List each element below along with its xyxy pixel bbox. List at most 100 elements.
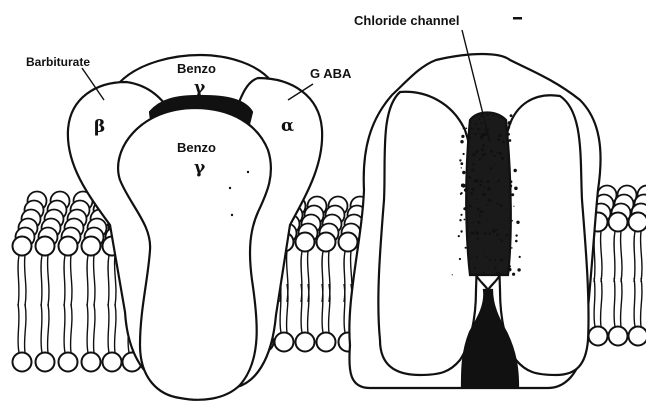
- label-benzo-front: Benzo: [177, 140, 216, 155]
- speckle-dot: [501, 157, 504, 160]
- channel-right-subunit: [498, 95, 588, 375]
- lipid-head-bottom: [13, 353, 32, 372]
- lipid-tail: [94, 256, 95, 307]
- speckle-dot: [471, 169, 474, 172]
- speckle-dot: [475, 230, 476, 231]
- speckle-dot: [505, 226, 506, 227]
- speckle-dot: [480, 136, 484, 140]
- label-chloride-channel: Chloride channel: [354, 13, 459, 28]
- lipid-head-bottom: [609, 327, 628, 346]
- speckle-dot: [479, 184, 482, 187]
- speckle-dot: [481, 154, 484, 157]
- receptor-cross-section: [349, 54, 600, 388]
- speckle-dot: [512, 273, 515, 276]
- label-gamma-front: γ: [194, 158, 206, 178]
- label-gaba: G ABA: [310, 66, 352, 81]
- speckle-dot: [510, 180, 513, 183]
- speckle-dot: [516, 221, 519, 224]
- speckle-dot: [478, 118, 480, 120]
- speckle-dot: [489, 233, 492, 236]
- speckle-dot: [476, 199, 477, 200]
- speckle-dot: [483, 193, 486, 196]
- label-beta: β: [94, 117, 105, 137]
- speckle-dot: [470, 192, 473, 195]
- lipid-head-bottom: [589, 327, 608, 346]
- speckle-dot: [470, 127, 472, 129]
- lipid-tail: [641, 278, 642, 327]
- speckle-dot: [486, 204, 488, 206]
- lipid-tail: [41, 256, 42, 307]
- label-gamma-top: γ: [194, 78, 206, 98]
- speckle-dot: [472, 117, 474, 119]
- speckle-dot: [509, 139, 512, 142]
- speckle-dot: [471, 258, 472, 259]
- lipid-tail: [115, 304, 116, 353]
- speckle-dot: [499, 152, 502, 155]
- speckle-dot: [509, 265, 511, 267]
- speckle-dot: [502, 141, 505, 144]
- lipid-head-bottom: [317, 333, 336, 352]
- speckle-dot: [492, 229, 496, 233]
- lipid-tail: [614, 232, 615, 283]
- speckle-dot: [464, 219, 466, 221]
- lipid-tail: [48, 304, 49, 353]
- speckle-dot: [460, 214, 462, 216]
- speckle-dot: [498, 134, 501, 137]
- speckle-dot: [514, 187, 518, 191]
- lipid-tail: [601, 232, 602, 283]
- speckle-dot: [459, 159, 461, 161]
- lipid-tail: [18, 304, 19, 353]
- speckle-dot: [460, 140, 463, 143]
- speckle-dot: [501, 240, 503, 242]
- speckle-dot: [460, 230, 462, 232]
- speckle-dot: [477, 221, 480, 224]
- speckle-dot: [489, 119, 491, 121]
- lipid-tail: [87, 256, 88, 307]
- speckle-dot: [494, 259, 496, 261]
- speckle-dot: [493, 155, 495, 157]
- speckle-dot: [458, 235, 460, 237]
- speckle-dot: [491, 193, 493, 195]
- speckle-dot: [472, 153, 476, 157]
- speckle-dot: [483, 253, 484, 254]
- speckle-dot: [465, 247, 467, 249]
- lipid-head-bottom: [103, 353, 122, 372]
- lipid-tail: [301, 284, 302, 333]
- speckle-dot: [461, 192, 463, 194]
- lipid-head-top: [36, 237, 55, 256]
- speckle-dot: [480, 122, 482, 124]
- lipid-tail: [322, 284, 323, 333]
- label-benzo-top: Benzo: [177, 61, 216, 76]
- speckle-dot: [480, 129, 481, 130]
- speckle-dot: [476, 151, 478, 153]
- speckle-dot: [489, 259, 491, 261]
- speckle-dot: [509, 185, 512, 188]
- speckle-dot: [506, 234, 509, 237]
- speckle-dot: [496, 203, 498, 205]
- speckle-dot: [461, 135, 464, 138]
- speckle-dot: [493, 115, 494, 116]
- lipid-tail: [94, 304, 95, 353]
- speckle-dot: [499, 204, 502, 207]
- speckle-dot: [508, 127, 510, 129]
- speckle-dot: [462, 171, 465, 174]
- speckle-dot: [477, 238, 479, 240]
- speckle-dot: [465, 222, 467, 224]
- speckle-dot: [494, 164, 495, 165]
- speckle-dot: [511, 247, 513, 249]
- lipid-head-top: [609, 213, 628, 232]
- speckle-dot: [499, 273, 501, 275]
- speckle-dot: [472, 163, 475, 166]
- lipid-tail: [621, 232, 622, 283]
- lipid-tail: [71, 304, 72, 353]
- speckle-dot: [474, 133, 476, 135]
- speckle-dot: [509, 188, 510, 189]
- speckle-dot: [513, 206, 514, 207]
- speckle-dot: [486, 114, 488, 116]
- speckle-dot: [497, 180, 500, 183]
- speckle-dot: [469, 205, 472, 208]
- speckle-dot: [517, 268, 520, 271]
- speckle-dot: [477, 128, 479, 130]
- lipid-tail: [25, 256, 26, 307]
